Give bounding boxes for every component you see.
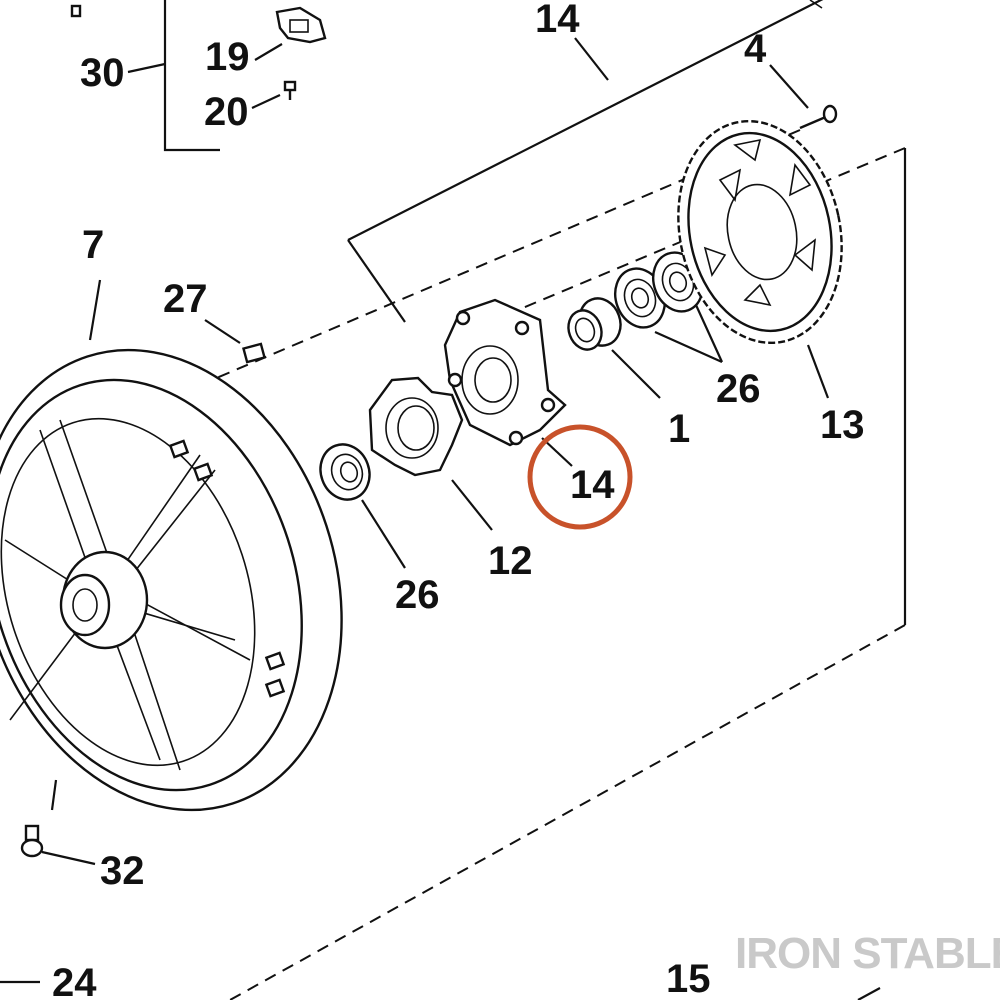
left-bearing: [319, 443, 371, 501]
callout-12: 12: [488, 539, 533, 583]
callout-13: 13: [820, 403, 865, 447]
assembly-brackets: [163, 0, 907, 1000]
callout-30: 30: [80, 51, 125, 95]
callout-32: 32: [100, 849, 145, 893]
small-block-part: [242, 342, 266, 364]
callout-20: 20: [204, 90, 249, 134]
callout-27: 27: [163, 277, 208, 321]
callout-24: 24: [52, 961, 97, 1000]
rear-wheel: [0, 348, 343, 812]
callout-19: 19: [205, 35, 250, 79]
sprocket-bolt: [799, 104, 838, 130]
sprocket-carrier: [443, 298, 567, 447]
valve-stem: [20, 824, 44, 858]
cush-drive-rubber: [368, 376, 464, 477]
leader-lines: [0, 37, 881, 1000]
highlight-circle: [527, 424, 633, 530]
right-bearings: [614, 251, 704, 329]
callout-labels: 14 4 30 19 20 7 27 1 26 13 14 12 26 32 2…: [52, 0, 865, 1000]
callout-26-left: 26: [395, 573, 440, 617]
small-screw: [283, 80, 297, 100]
callout-14-top: 14: [535, 0, 580, 41]
callout-26-right: 26: [716, 367, 761, 411]
callout-1: 1: [668, 407, 690, 451]
callout-14-circled: 14: [570, 463, 615, 507]
rear-sprocket: [677, 119, 843, 345]
callout-7: 7: [82, 223, 104, 267]
sensor-part: [275, 6, 327, 44]
watermark: IRON STABLE: [735, 929, 1000, 978]
callout-15: 15: [666, 957, 711, 1000]
spacer-sleeve: [567, 297, 622, 351]
clip-part: [70, 4, 82, 18]
callout-4: 4: [744, 27, 767, 71]
